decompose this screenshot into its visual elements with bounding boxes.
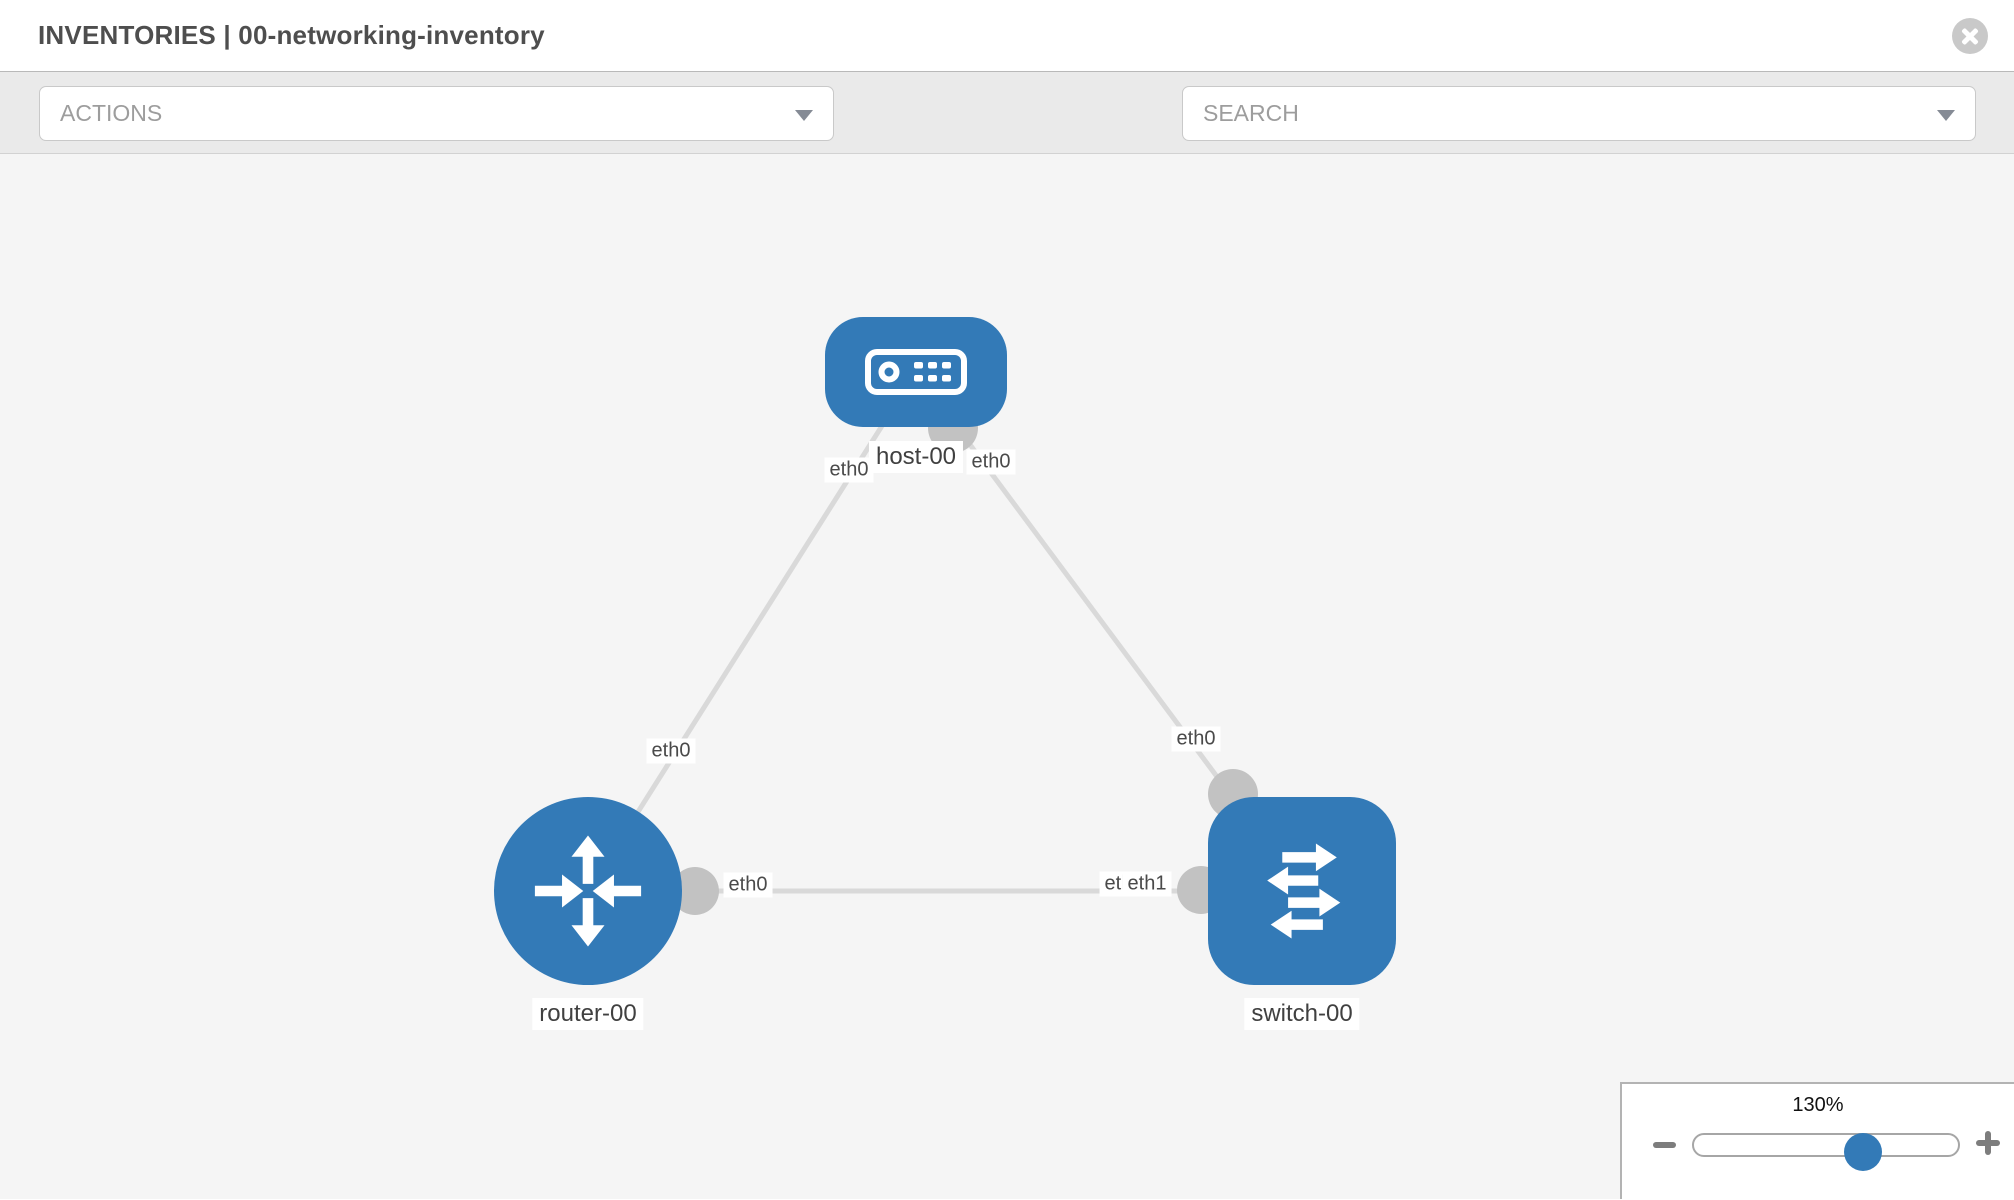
zoom-slider-handle[interactable] <box>1843 1133 1882 1171</box>
node-label-router-00: router-00 <box>532 998 644 1030</box>
zoom-slider-track[interactable] <box>1692 1133 1960 1171</box>
zoom-level-label: 130% <box>1792 1094 1844 1116</box>
zoom-panel: 130% <box>1620 1082 2014 1199</box>
node-switch-00[interactable] <box>1208 797 1396 985</box>
node-router-00[interactable] <box>494 797 682 985</box>
node-host-00[interactable] <box>825 317 1007 427</box>
router-arrows-icon <box>534 835 642 947</box>
panel-header: INVENTORIES | 00-networking-inventory <box>0 0 2014 72</box>
close-icon[interactable] <box>1952 18 1988 54</box>
interface-label-eth1: eth1 <box>1122 871 1172 897</box>
zoom-out-button[interactable] <box>1653 1142 1676 1148</box>
chevron-down-icon <box>795 109 813 121</box>
actions-dropdown[interactable]: ACTIONS <box>39 86 834 141</box>
toolbar: ACTIONS SEARCH <box>0 72 2014 201</box>
chevron-down-icon <box>1937 109 1955 121</box>
switch-arrows-icon <box>1267 843 1341 939</box>
server-icon <box>865 349 967 395</box>
page-title: INVENTORIES | 00-networking-inventory <box>38 20 545 50</box>
interface-dot[interactable] <box>671 867 719 915</box>
interface-label-eth0: eth0 <box>966 449 1016 475</box>
interface-label-eth0: eth0 <box>824 457 874 483</box>
zoom-in-button[interactable] <box>1976 1131 2000 1155</box>
interface-label-eth0: eth0 <box>646 738 696 764</box>
node-label-host-00: host-00 <box>868 441 964 473</box>
interface-label-eth0: eth0 <box>1171 726 1221 752</box>
topology-canvas[interactable]: host-00 router-00 switch-00 eth0 eth0 eth0 et… <box>0 154 2014 1199</box>
links-layer <box>585 370 1305 915</box>
node-label-switch-00: switch-00 <box>1244 998 1360 1030</box>
interface-label-eth0: eth0 <box>723 872 773 898</box>
actions-dropdown-label: ACTIONS <box>60 100 163 126</box>
search-placeholder: SEARCH <box>1203 100 1299 126</box>
search-dropdown[interactable]: SEARCH <box>1182 86 1976 141</box>
zoom-slider-row <box>1622 1128 2014 1171</box>
